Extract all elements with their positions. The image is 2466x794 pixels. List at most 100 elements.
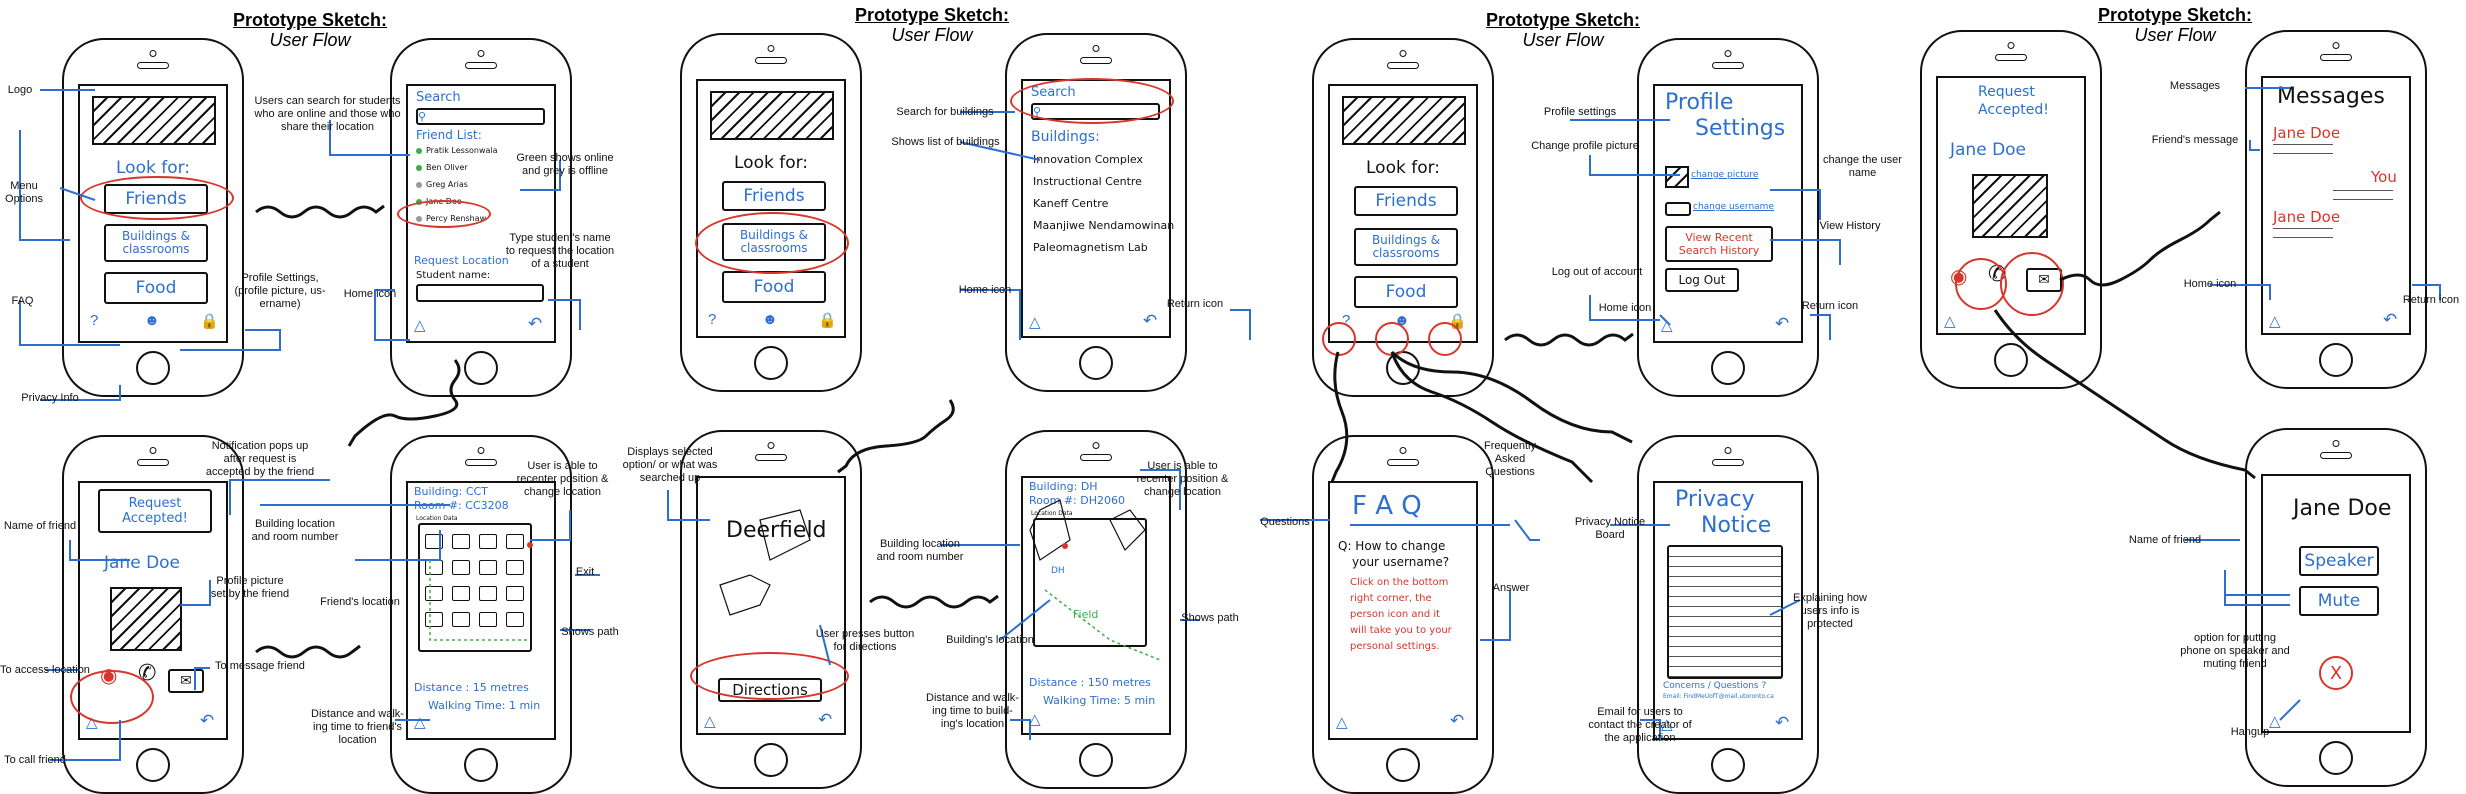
home-button[interactable] <box>2319 741 2353 775</box>
home-icon[interactable]: △ <box>704 713 716 730</box>
person-icon[interactable]: ☻ <box>762 311 778 328</box>
home-button[interactable] <box>1711 351 1745 385</box>
phone-messages: Messages Jane Doe You Jane Doe △ ↶ <box>2245 30 2427 389</box>
home-button[interactable] <box>136 351 170 385</box>
screen-friend-map: Building: CCT Room #: CC3208 Location Da… <box>406 481 556 740</box>
home-button[interactable] <box>2319 343 2353 377</box>
building-list-item[interactable]: Innovation Complex <box>1033 153 1143 166</box>
home-icon[interactable]: △ <box>414 714 426 731</box>
ann-building-location-2: Building location and room number <box>876 538 964 563</box>
home-button[interactable] <box>1386 748 1420 782</box>
notification-popup: Request Accepted! <box>98 489 212 533</box>
faq-icon[interactable]: ? <box>1342 312 1351 329</box>
student-name-input[interactable] <box>416 284 544 302</box>
buildings-title: Buildings: <box>1031 129 1100 145</box>
mute-button[interactable]: Mute <box>2299 586 2379 616</box>
food-button[interactable]: Food <box>104 272 208 304</box>
friend-list-item[interactable]: Ben Oliver <box>416 163 498 172</box>
ann-explaining: Explaining how users info is protected <box>1793 592 1867 630</box>
home-button[interactable] <box>136 748 170 782</box>
home-button[interactable] <box>464 748 498 782</box>
return-icon[interactable]: ↶ <box>818 710 833 729</box>
home-icon[interactable]: △ <box>2269 713 2281 730</box>
home-icon[interactable]: △ <box>86 714 98 731</box>
campus-map[interactable] <box>1033 518 1147 647</box>
friends-button[interactable]: Friends <box>722 181 826 211</box>
home-button[interactable] <box>1711 748 1745 782</box>
username-field[interactable] <box>1665 202 1691 216</box>
faq-question-2: your username? <box>1352 555 1450 569</box>
building-list-item[interactable]: Maanjiwe Nendamowinan <box>1033 219 1175 232</box>
privacy-title-2: Notice <box>1701 513 1772 538</box>
title-3: Prototype Sketch: User Flow <box>1485 10 1641 50</box>
home-icon[interactable]: △ <box>1944 313 1956 330</box>
home-button[interactable] <box>1079 346 1113 380</box>
distance-label: Distance : 15 metres <box>414 681 529 694</box>
phone-privacy: Privacy Notice Concerns / Questions ? Em… <box>1637 435 1819 794</box>
building-list-item[interactable]: Instructional Centre <box>1033 175 1142 188</box>
log-out-button[interactable]: Log Out <box>1665 268 1739 292</box>
change-picture-link[interactable]: change picture <box>1691 170 1759 180</box>
distance-label: Distance : 150 metres <box>1029 676 1151 689</box>
buildings-button[interactable]: Buildings & classrooms <box>1354 228 1458 266</box>
ann-email-users: Email for users to contact the creator o… <box>1588 706 1692 744</box>
lock-icon[interactable]: 🔒 <box>200 313 219 330</box>
screen-profile-settings: Profile Settings change picture change u… <box>1653 84 1803 343</box>
profile-picture[interactable] <box>1665 166 1689 188</box>
home-icon[interactable]: △ <box>1661 317 1673 334</box>
speaker-button[interactable]: Speaker <box>2299 546 2379 576</box>
change-username-link[interactable]: change username <box>1693 202 1774 212</box>
lock-icon[interactable]: 🔒 <box>818 312 837 329</box>
ann-distance-friend: Distance and walk- ing time to friend's … <box>311 708 404 746</box>
friend-list-item[interactable]: Greg Arias <box>416 180 498 189</box>
status-dot-icon <box>416 164 422 171</box>
message-button[interactable]: ✉ <box>168 669 204 693</box>
return-icon[interactable]: ↶ <box>1143 311 1158 330</box>
home-icon[interactable]: △ <box>414 317 426 334</box>
return-icon[interactable]: ↶ <box>528 314 543 333</box>
building-list-item[interactable]: Kaneff Centre <box>1033 197 1109 210</box>
home-icon[interactable]: △ <box>2269 313 2281 330</box>
return-icon[interactable]: ↶ <box>2383 310 2398 329</box>
home-icon[interactable]: △ <box>1029 314 1041 331</box>
building-map[interactable] <box>418 523 532 652</box>
flow-squiggle-10 <box>2059 210 2221 287</box>
ann-option-speaker: option for putting phone on speaker and … <box>2180 632 2290 670</box>
friend-list-item[interactable]: Pratik Lessonwala <box>416 146 498 155</box>
person-icon[interactable]: ☻ <box>144 312 160 329</box>
home-button[interactable] <box>754 346 788 380</box>
food-button[interactable]: Food <box>1354 276 1458 308</box>
buildings-button[interactable]: Buildings & classrooms <box>104 224 208 262</box>
ann-hangup: Hangup <box>2230 726 2270 738</box>
view-history-button[interactable]: View Recent Search History <box>1665 226 1773 262</box>
ann-name-friend-1: Name of friend <box>3 520 77 532</box>
faq-icon[interactable]: ? <box>708 311 717 328</box>
home-button[interactable] <box>1079 743 1113 777</box>
home-icon[interactable]: △ <box>1336 714 1348 731</box>
faq-icon[interactable]: ? <box>90 312 99 329</box>
ann-exit: Exit <box>575 566 595 578</box>
return-icon[interactable]: ↶ <box>200 711 215 730</box>
building-list-item[interactable]: Paleomagnetism Lab <box>1033 241 1148 254</box>
notification-line-1: Request <box>1978 84 2035 100</box>
hangup-button[interactable]: X <box>2319 656 2353 690</box>
message-bubble-2 <box>2273 228 2333 238</box>
privacy-notice-board <box>1667 545 1783 679</box>
ann-home-icon-4: Home icon <box>2183 278 2237 290</box>
home-button[interactable] <box>1994 343 2028 377</box>
search-input[interactable]: ⚲ <box>416 108 545 125</box>
ann-to-message: To message friend <box>215 660 305 672</box>
faq-answer-line: Click on the bottom <box>1350 577 1449 588</box>
home-icon[interactable]: △ <box>1661 716 1673 733</box>
friends-button[interactable]: Friends <box>1354 186 1458 216</box>
ann-privacy-info: Privacy Info <box>21 392 79 404</box>
return-icon[interactable]: ↶ <box>1775 314 1790 333</box>
flow-squiggle-4 <box>837 399 955 474</box>
home-button[interactable] <box>754 743 788 777</box>
return-icon[interactable]: ↶ <box>1450 711 1465 730</box>
home-button[interactable] <box>464 351 498 385</box>
ann-home-icon-1: Home icon <box>343 288 397 300</box>
return-icon[interactable]: ↶ <box>1775 713 1790 732</box>
home-icon[interactable]: △ <box>1029 711 1041 728</box>
